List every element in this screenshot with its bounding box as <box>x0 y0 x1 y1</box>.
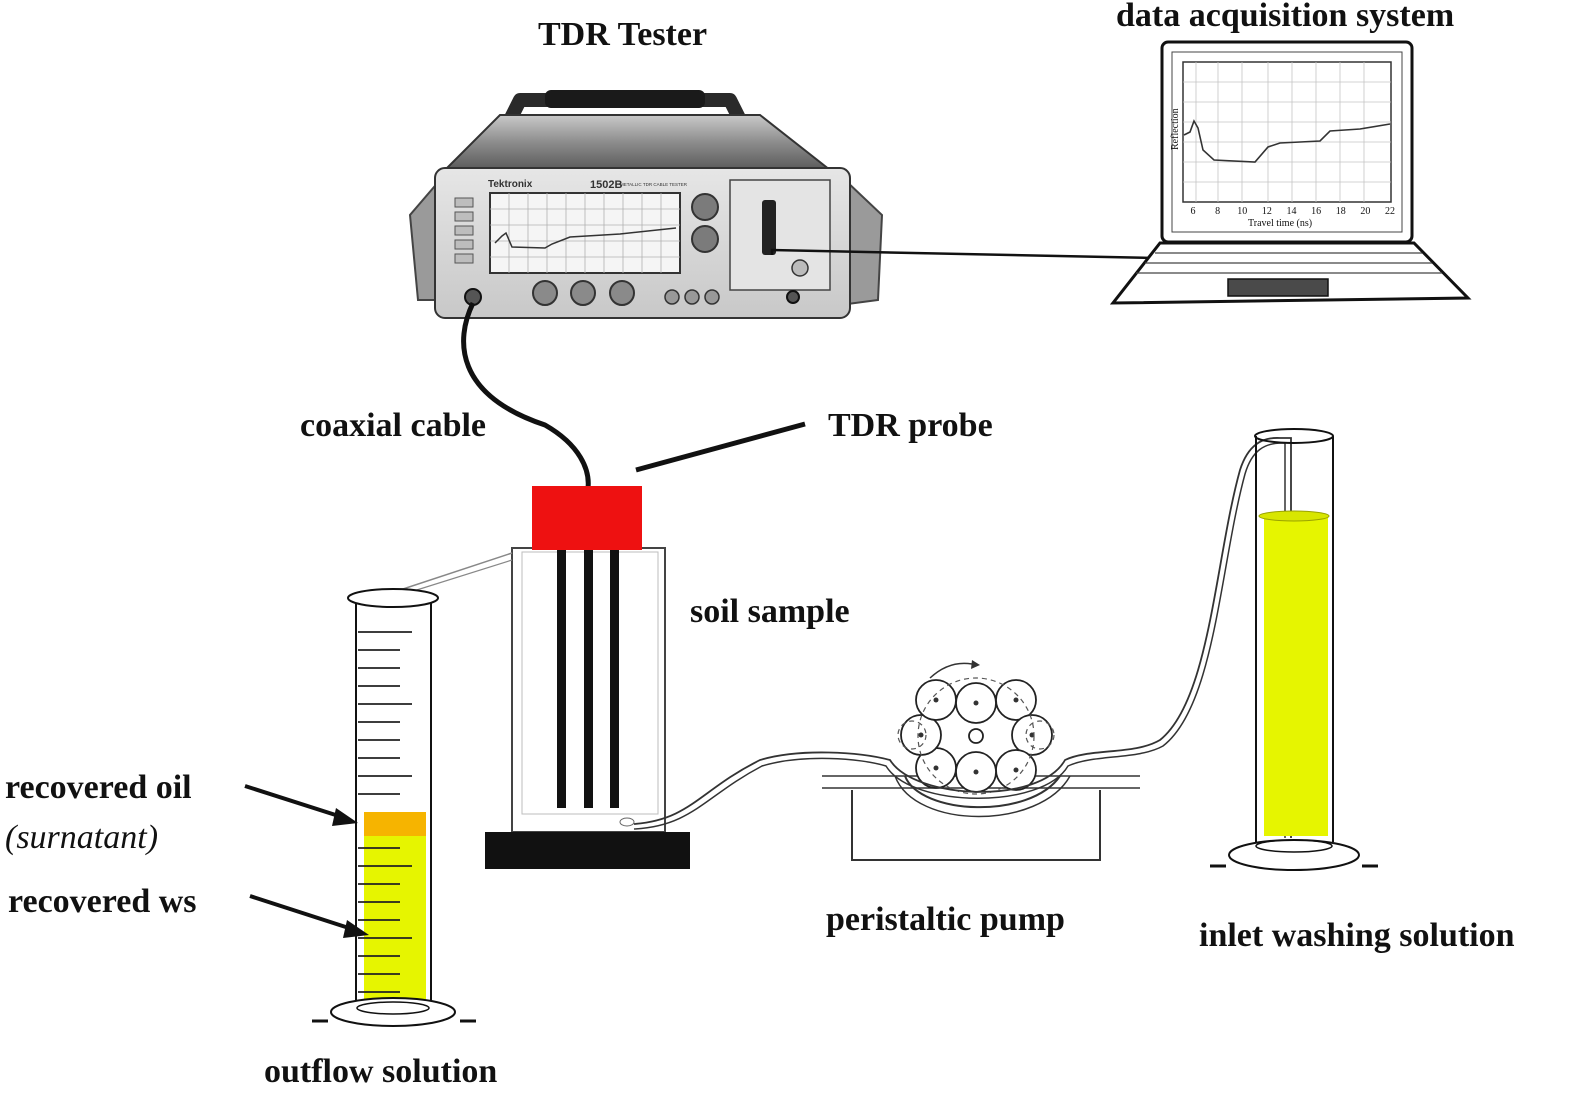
inlet-cylinder <box>1210 428 1378 871</box>
tdr-probe-label: TDR probe <box>828 407 993 444</box>
laptop-plot-tick-label: 18 <box>1336 206 1346 217</box>
laptop-plot-tick-label: 20 <box>1360 206 1370 217</box>
laptop-plot-tick-label: 10 <box>1237 206 1247 217</box>
outflow-tube <box>399 552 513 591</box>
tdr-tester-label: TDR Tester <box>538 16 707 53</box>
laptop-plot-ylabel: Reflection <box>1170 108 1181 150</box>
tdr-probe-head <box>532 486 642 550</box>
data-cable <box>770 248 1154 260</box>
inlet-washing-solution-label: inlet washing solution <box>1199 917 1515 954</box>
soil-sample-column <box>511 547 666 833</box>
laptop-plot-tick-label: 8 <box>1215 206 1220 217</box>
recovered-oil-arrow <box>244 784 358 826</box>
soil-sample-label: soil sample <box>690 593 850 630</box>
outflow-cylinder <box>312 588 476 1027</box>
pump-tubing <box>633 437 1292 838</box>
tdr-probe-pointer <box>635 421 806 473</box>
coaxial-cable-label: coaxial cable <box>300 407 486 444</box>
recovered-ws-arrow <box>249 894 369 938</box>
probe-rod-center <box>584 548 593 808</box>
surnatant-label: (surnatant) <box>5 819 158 856</box>
laptop-plot-tick-label: 22 <box>1385 206 1395 217</box>
outflow-solution-label: outflow solution <box>264 1053 497 1090</box>
probe-rod-right <box>610 548 619 808</box>
laptop-plot-tick-label: 6 <box>1191 206 1196 217</box>
peristaltic-pump-label: peristaltic pump <box>826 901 1065 938</box>
peristaltic-pump <box>822 660 1140 861</box>
laptop-plot-xlabel: Travel time (ns) <box>1248 218 1312 229</box>
recovered-oil-layer <box>364 812 426 836</box>
data-acquisition-label: data acquisition system <box>1116 0 1454 34</box>
recovered-ws-label: recovered ws <box>8 883 197 920</box>
recovered-oil-label: recovered oil <box>5 769 192 806</box>
tester-brand-label: Tektronix <box>488 179 533 190</box>
laptop-tdr-plot: Reflection 6 8 10 12 14 16 18 20 22 Travel time … <box>1170 61 1395 229</box>
tester-model-caption: METALLIC TDR CABLE TESTER <box>620 182 688 187</box>
tester-model-label: 1502B <box>590 179 622 191</box>
sample-base-plate <box>485 832 690 869</box>
laptop-plot-tick-label: 16 <box>1311 206 1321 217</box>
laptop-plot-tick-label: 12 <box>1262 206 1272 217</box>
coaxial-cable-line <box>461 301 591 489</box>
probe-rod-left <box>557 548 566 808</box>
laptop-plot-tick-label: 14 <box>1287 206 1297 217</box>
tdr-tester-device: Tektronix 1502B METALLIC TDR CABLE TESTE… <box>408 90 884 319</box>
